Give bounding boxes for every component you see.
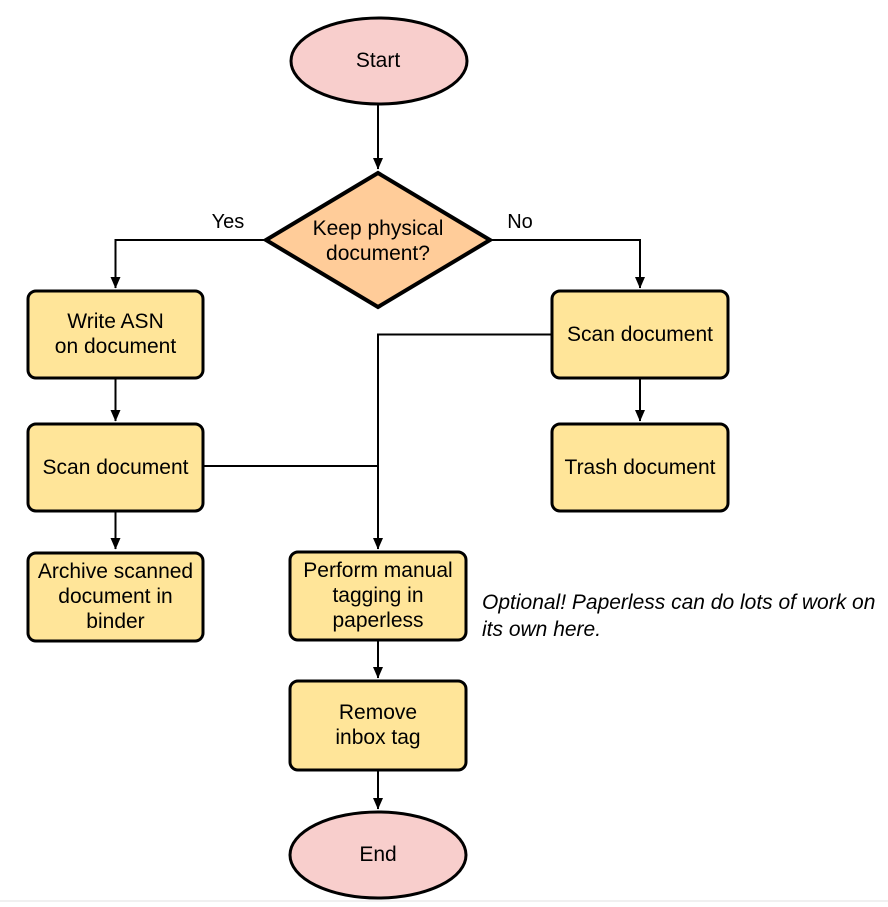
annotation-optional-note: Optional! Paperless can do lots of work … xyxy=(482,591,876,641)
node-tagging-shape xyxy=(288,550,468,642)
node-trash-shape xyxy=(550,422,730,513)
node-remove-inbox-shape xyxy=(288,679,468,772)
node-archive-shape xyxy=(26,551,205,643)
edge-decision-yes-to-write-asn xyxy=(110,239,266,289)
node-scan-right-shape xyxy=(550,289,730,380)
node-start-shape xyxy=(289,16,469,106)
page-break-line xyxy=(0,900,888,902)
node-end-shape xyxy=(288,810,468,900)
node-scan-left-shape xyxy=(26,422,205,513)
edge-decision-no-to-scan-right xyxy=(490,239,645,289)
node-decision-shape xyxy=(262,170,494,310)
edge-scan-right-to-tagging xyxy=(373,333,552,550)
node-write-asn-shape xyxy=(26,289,205,380)
